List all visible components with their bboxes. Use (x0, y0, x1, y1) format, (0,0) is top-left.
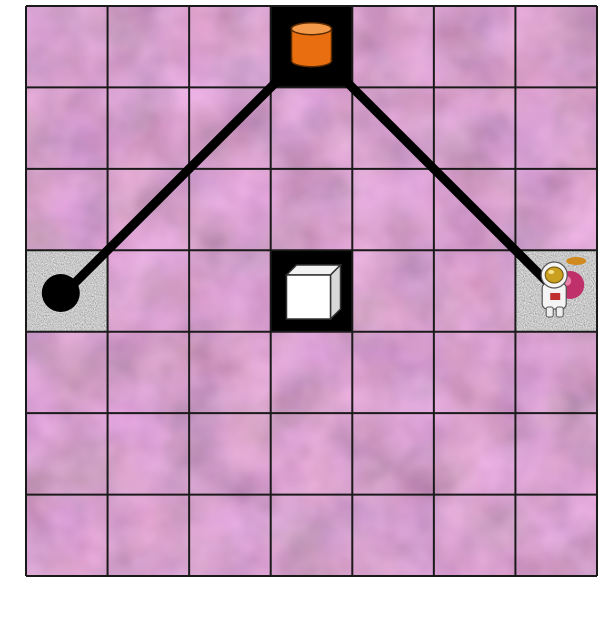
icon-layer (41, 21, 587, 321)
black-hole-icon (41, 274, 80, 312)
white-cube-icon (284, 263, 343, 321)
astronaut-icon (540, 257, 587, 318)
grid-lines (25, 5, 598, 577)
orange-cylinder-icon (290, 21, 333, 68)
